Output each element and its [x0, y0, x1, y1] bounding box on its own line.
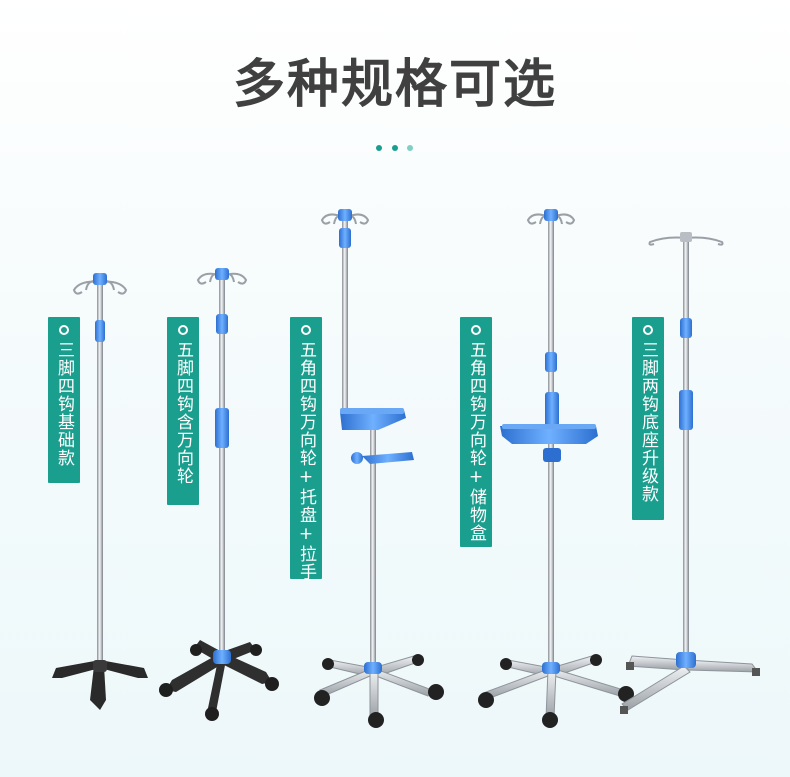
ring-icon — [59, 325, 69, 335]
label-text: 五脚四钩含万向轮 — [173, 341, 193, 485]
stand-storage-box — [478, 209, 634, 728]
label-five-leg-wheels: 五脚四钩含万向轮 — [167, 317, 199, 505]
decorative-dot-3 — [407, 145, 413, 151]
label-text: 五角四钩万向轮+托盘+拉手 — [296, 341, 316, 581]
page-title: 多种规格可选 — [232, 55, 557, 115]
stand-upgraded-base — [620, 232, 760, 714]
ring-icon — [178, 325, 188, 335]
hook-icon — [648, 236, 724, 246]
label-basic-model: 三脚四钩基础款 — [48, 317, 80, 483]
ring-icon — [643, 325, 653, 335]
stand-basic — [52, 273, 148, 710]
stand-tray-handle — [314, 209, 444, 728]
label-tray-handle: 五角四钩万向轮+托盘+拉手 — [290, 317, 322, 581]
stand-five-leg — [159, 268, 279, 721]
label-storage-box: 五角四钩万向轮+储物盒 — [460, 317, 492, 547]
label-text: 三脚两钩底座升级款 — [638, 341, 658, 503]
label-text: 三脚四钩基础款 — [54, 341, 74, 467]
decorative-dot-1 — [376, 145, 382, 151]
ring-icon — [301, 325, 311, 335]
decorative-dot-2 — [392, 145, 398, 151]
label-text: 五角四钩万向轮+储物盒 — [466, 341, 486, 542]
ring-icon — [471, 325, 481, 335]
label-upgraded-base: 三脚两钩底座升级款 — [632, 317, 664, 520]
